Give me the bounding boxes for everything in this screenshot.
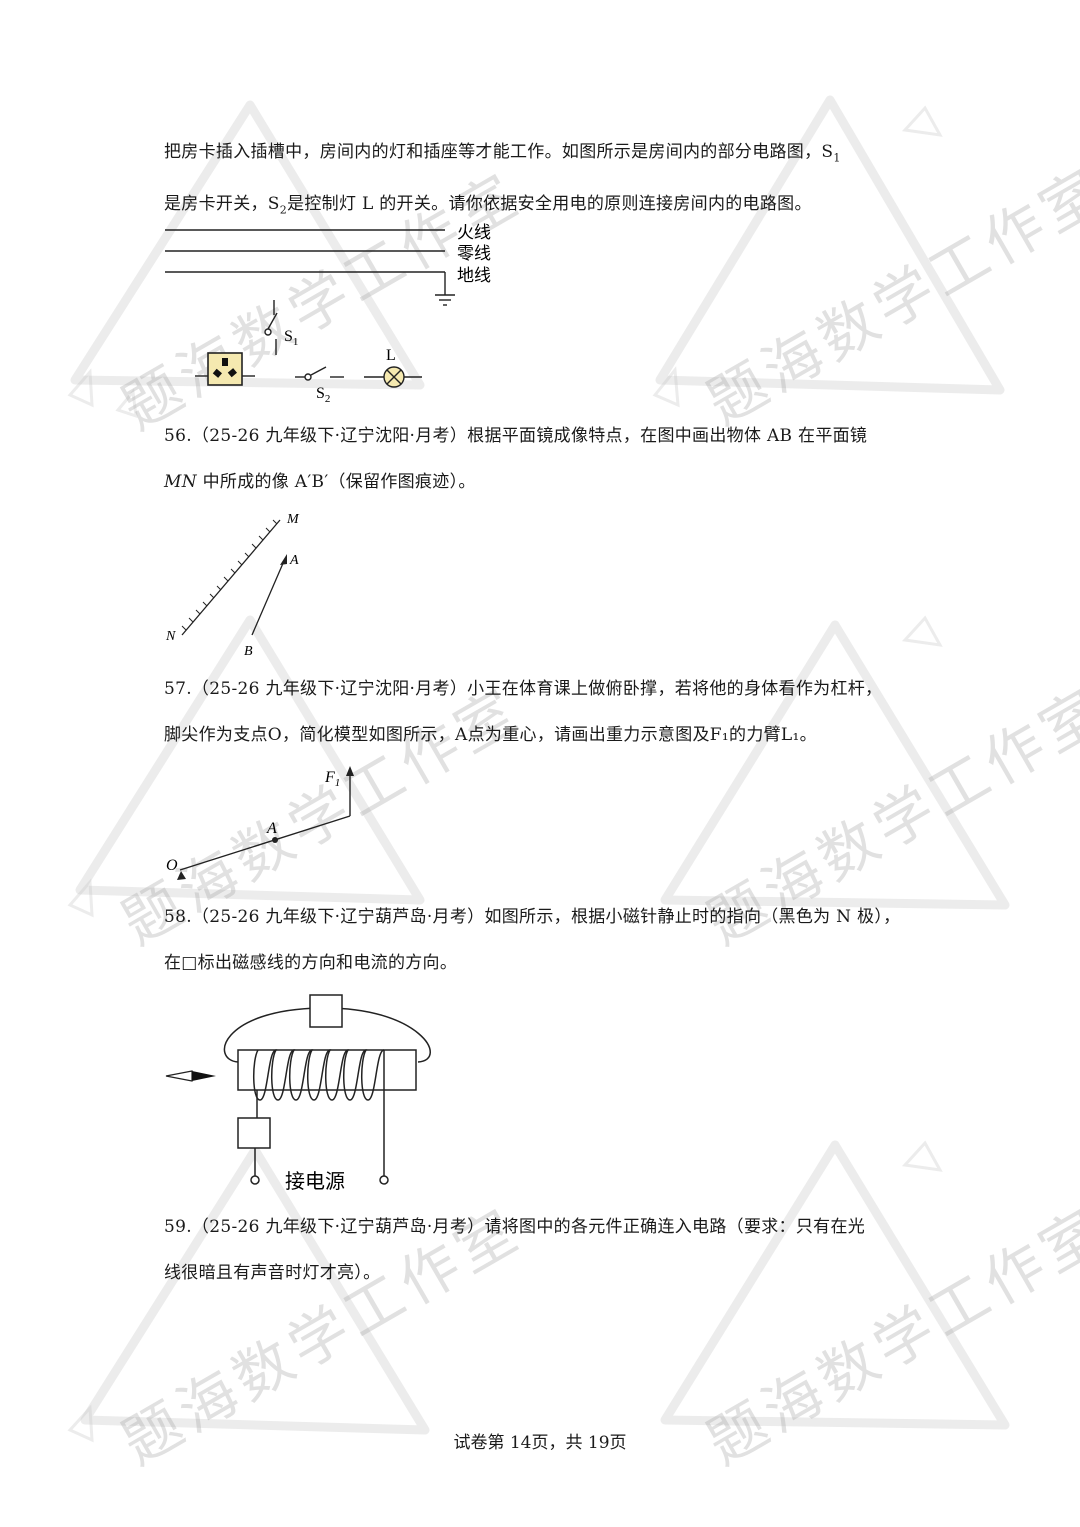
mirror-m-label: M: [286, 512, 300, 527]
current-direction-box: [237, 1117, 271, 1149]
body-lever: [179, 815, 351, 871]
neutral-wire-label: 零线: [457, 244, 491, 263]
q55-line2: 是房卡开关，S2是控制灯 L 的开关。请你依据安全用电的原则连接房间内的电路图。: [164, 194, 812, 217]
s1-switch-icon: [264, 300, 278, 355]
lamp-icon: [364, 366, 422, 388]
point-a-label: A: [289, 553, 299, 568]
q56-text: 56.（25-26 九年级下·辽宁沈阳·月考）根据平面镜成像特点，在图中画出物体…: [164, 413, 924, 505]
pivot-o-label: O: [166, 857, 178, 874]
solenoid-coil: [253, 1049, 385, 1101]
q56-line2: MN 中所成的像 A′B′（保留作图痕迹）。: [164, 472, 476, 492]
mirror-line: [181, 519, 281, 636]
pivot-icon: [177, 871, 186, 880]
q58-solenoid-figure: 接电源: [165, 994, 431, 1193]
q58-line2: 在□标出磁感线的方向和电流的方向。: [164, 953, 458, 973]
s1-label: S1: [284, 328, 298, 348]
power-supply-label: 接电源: [285, 1170, 345, 1193]
q58-line1: 58.（25-26 九年级下·辽宁葫芦岛·月考）如图所示，根据小磁针静止时的指向…: [164, 907, 901, 927]
live-wire-label: 火线: [457, 223, 491, 242]
force-f1-label: F1: [324, 769, 340, 789]
s2-label: S2: [316, 385, 330, 405]
socket-icon: [195, 352, 255, 386]
page-footer: 试卷第 14页，共 19页: [453, 1433, 627, 1453]
mirror-n-label: N: [165, 629, 176, 644]
compass-needle-icon: [165, 1070, 216, 1082]
q55-text: 把房卡插入插槽中，房间内的灯和插座等才能工作。如图所示是房间内的部分电路图，S1…: [164, 129, 924, 234]
q58-text: 58.（25-26 九年级下·辽宁葫芦岛·月考）如图所示，根据小磁针静止时的指向…: [164, 894, 924, 986]
q57-text: 57.（25-26 九年级下·辽宁沈阳·月考）小王在体育课上做俯卧撑，若将他的身…: [164, 666, 924, 758]
q57-line2: 脚尖作为支点O，简化模型如图所示，A点为重心，请画出重力示意图及F₁的力臂L₁。: [164, 725, 817, 745]
lamp-label: L: [386, 347, 396, 364]
q55-line1: 把房卡插入插槽中，房间内的灯和插座等才能工作。如图所示是房间内的部分电路图，S1: [164, 142, 841, 165]
object-ab-arrow: [251, 554, 287, 636]
mirror-hatching: [181, 519, 278, 631]
q59-text: 59.（25-26 九年级下·辽宁葫芦岛·月考）请将图中的各元件正确连入电路（要…: [164, 1204, 924, 1296]
q55-circuit-figure: 火线 零线 地线 S1 S2 L: [165, 223, 491, 405]
q59-line2: 线很暗且有声音时灯才亮）。: [164, 1263, 381, 1283]
q59-line1: 59.（25-26 九年级下·辽宁葫芦岛·月考）请将图中的各元件正确连入电路（要…: [164, 1217, 866, 1237]
earth-wire-label: 地线: [457, 266, 491, 285]
q57-lever-figure: O A F1: [166, 766, 354, 880]
center-of-gravity-point: [272, 837, 278, 843]
q57-line1: 57.（25-26 九年级下·辽宁沈阳·月考）小王在体育课上做俯卧撑，若将他的身…: [164, 679, 883, 699]
s2-switch-icon: [295, 366, 344, 381]
q56-line1: 56.（25-26 九年级下·辽宁沈阳·月考）根据平面镜成像特点，在图中画出物体…: [164, 426, 868, 446]
q56-mirror-figure: M N A B: [165, 512, 300, 659]
point-b-label: B: [244, 644, 253, 659]
field-direction-box: [309, 994, 343, 1028]
point-a-label: A: [266, 820, 277, 837]
